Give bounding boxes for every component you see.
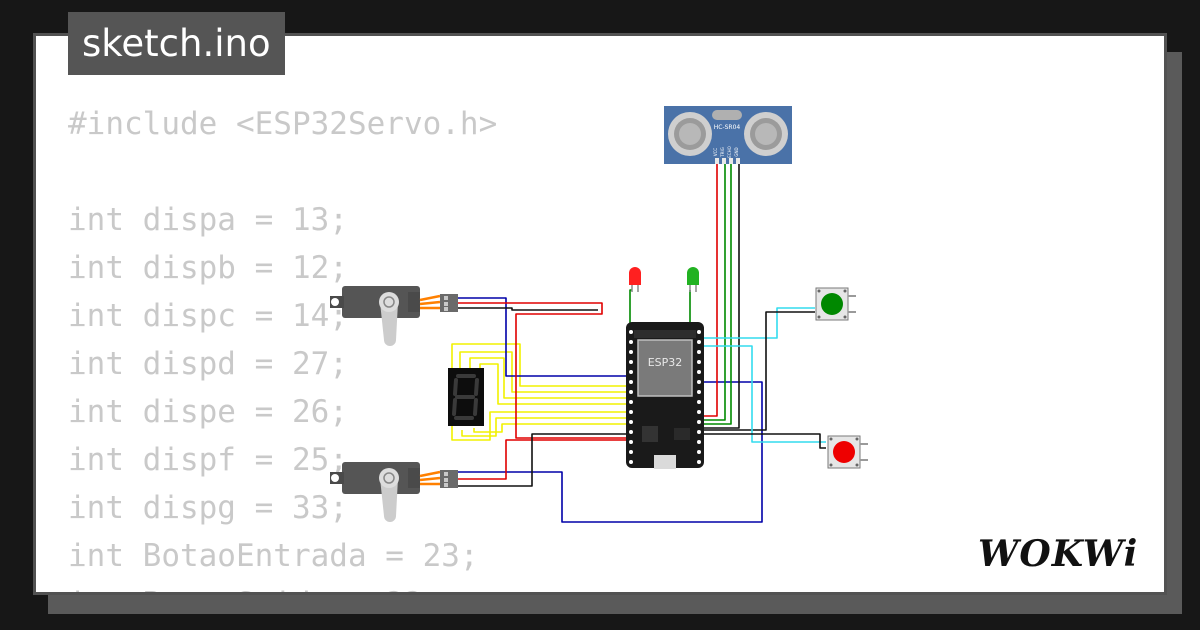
- wokwi-logo: WOKWi: [978, 533, 1138, 575]
- brand-wordmark: WOKWi: [978, 533, 1138, 575]
- sensor-pin-label: VCC: [713, 148, 718, 157]
- led-icon: [629, 267, 641, 292]
- code-line-1: #include <ESP32Servo.h>: [68, 106, 498, 142]
- code-line-5: int dispc = 14;: [68, 298, 348, 334]
- servo-icon[interactable]: [330, 462, 458, 522]
- servo-icon[interactable]: [330, 286, 458, 346]
- led-icon: [687, 267, 699, 292]
- sensor-pin-label: TRIG: [720, 147, 725, 158]
- esp32-label: ESP32: [648, 356, 683, 369]
- code-line-10: int BotaoEntrada = 23;: [68, 538, 479, 574]
- code-line-3: int dispa = 13;: [68, 202, 348, 238]
- esp32-board-icon: ESP32: [626, 322, 704, 469]
- ultrasonic-sensor-icon: HC-SR04 VCC TRIG ECHO GND: [664, 106, 792, 164]
- code-line-6: int dispd = 27;: [68, 346, 348, 382]
- seven-segment-display-icon: [448, 368, 484, 426]
- push-button-icon[interactable]: [827, 435, 868, 469]
- card-bottom-shadow: [48, 595, 1182, 614]
- code-line-7: int dispe = 26;: [68, 394, 348, 430]
- file-tab[interactable]: sketch.ino: [68, 12, 285, 75]
- sensor-pin-label: ECHO: [727, 146, 732, 157]
- card-bottom-edge: [33, 592, 1167, 595]
- sensor-pin-label: GND: [734, 147, 739, 156]
- code-line-4: int dispb = 12;: [68, 250, 348, 286]
- sensor-label: HC-SR04: [714, 124, 741, 131]
- push-button-icon[interactable]: [815, 287, 856, 321]
- code-line-9: int dispg = 33;: [68, 490, 348, 526]
